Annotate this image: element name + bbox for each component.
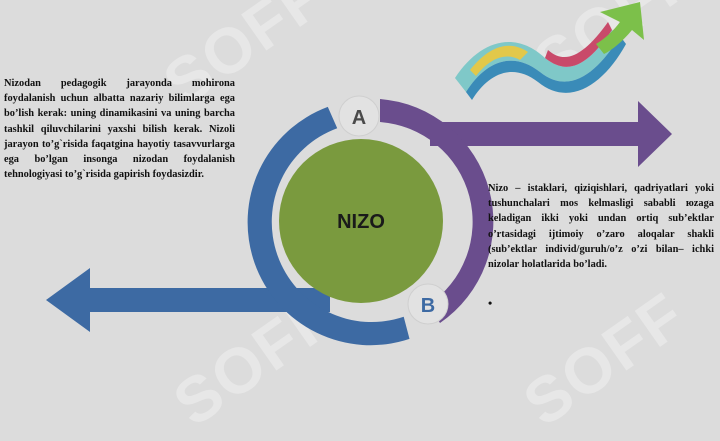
left-arrow	[46, 268, 330, 332]
center-label: NIZO	[337, 211, 385, 233]
wave-arrow-icon	[455, 2, 644, 100]
node-a-label: A	[352, 107, 366, 129]
node-a	[338, 95, 380, 137]
node-b-label: B	[421, 295, 435, 317]
right-paragraph: Nizo – istaklari, qiziqishlari, qadriyat…	[488, 183, 714, 271]
node-b	[407, 283, 449, 325]
nizo-diagram: NIZO A B	[46, 2, 672, 346]
center-circle	[279, 139, 443, 303]
left-paragraph: Nizodan pedagogik jarayonda mohirona foy…	[4, 78, 235, 181]
purple-ring-segment	[380, 99, 494, 323]
blue-ring-segment	[247, 106, 410, 346]
right-bullet: •	[488, 296, 493, 310]
right-arrow	[430, 101, 672, 167]
